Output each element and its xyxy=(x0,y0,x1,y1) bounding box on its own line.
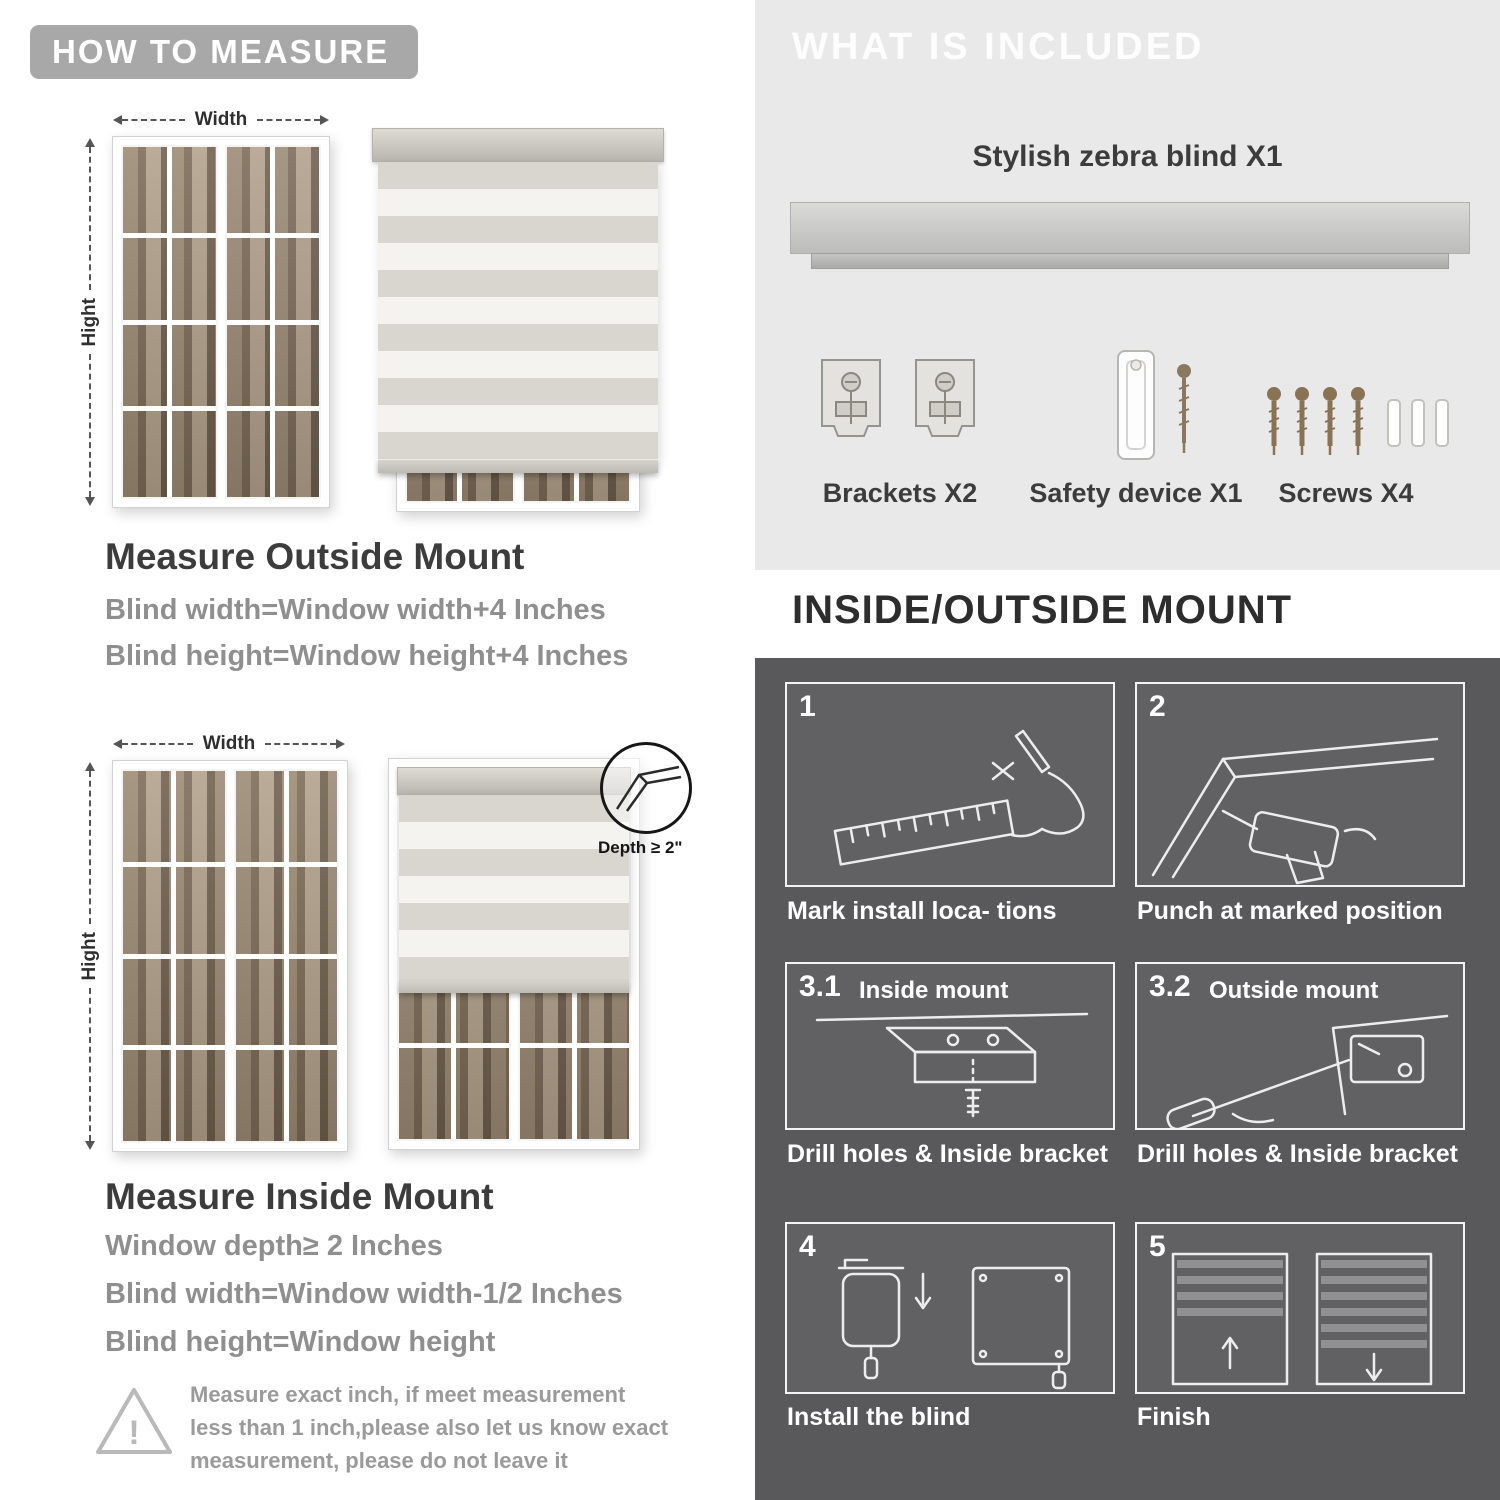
measure-note: Measure exact inch, if meet measurement … xyxy=(190,1382,669,1473)
arrow-right-icon xyxy=(336,739,345,749)
arrow-right-icon xyxy=(320,115,329,125)
step-caption-5: Finish xyxy=(1137,1403,1211,1431)
install-blind-illustration xyxy=(837,1258,1071,1390)
what-is-included-title: WHAT IS INCLUDED xyxy=(792,26,1205,68)
inside-outside-mount-title: INSIDE/OUTSIDE MOUNT xyxy=(792,588,1293,632)
hight-label: Hight xyxy=(79,297,100,347)
step-box-4: 4 xyxy=(785,1222,1115,1394)
step-number: 1 xyxy=(799,690,816,723)
what-is-included-panel xyxy=(755,0,1500,570)
blind-illustration-outside xyxy=(372,128,664,518)
step-box-5: 5 xyxy=(1135,1222,1465,1394)
step-box-3-1: 3.1 Inside mount xyxy=(785,962,1115,1130)
step-number: 3.1 xyxy=(799,970,841,1003)
step-outside-mount-label: Outside mount xyxy=(1209,977,1379,1004)
step-box-1: 1 xyxy=(785,682,1115,887)
screws-icon xyxy=(1267,387,1449,455)
blind-cassette xyxy=(372,128,664,162)
step-caption-2: Punch at marked position xyxy=(1137,897,1443,925)
arrow-down-icon xyxy=(85,1141,95,1151)
outside-mount-line2: Blind height=Window height+4 Inches xyxy=(105,640,629,672)
warning-triangle-icon: ! xyxy=(96,1388,172,1454)
height-dimension-outside: Hight xyxy=(79,138,100,507)
width-label: Width xyxy=(202,733,256,754)
inside-mount-line1: Window depth≥ 2 Inches xyxy=(105,1230,443,1262)
inside-bracket-illustration xyxy=(815,1012,1089,1118)
inside-mount-line2: Blind width=Window width-1/2 Inches xyxy=(105,1278,623,1310)
step-number: 4 xyxy=(799,1230,816,1263)
step-number: 2 xyxy=(1149,690,1166,723)
blind-bottom-rail xyxy=(399,981,629,993)
outside-bracket-illustration xyxy=(1166,1014,1449,1128)
width-label: Width xyxy=(194,109,248,130)
width-dimension-inside: Width xyxy=(113,733,345,754)
step-number: 5 xyxy=(1149,1230,1166,1263)
width-dimension-outside: Width xyxy=(113,109,329,130)
window-corner-detail-icon xyxy=(615,765,682,812)
zebra-blind-fabric xyxy=(399,795,629,981)
how-to-measure-banner: HOW TO MEASURE xyxy=(30,25,418,79)
arrow-down-icon xyxy=(85,497,95,507)
inside-mount-line3: Blind height=Window height xyxy=(105,1326,496,1358)
headrail-lip xyxy=(811,253,1449,269)
window-sash xyxy=(233,769,339,1143)
inside-mount-heading: Measure Inside Mount xyxy=(105,1176,494,1217)
arrow-left-icon xyxy=(113,739,122,749)
brackets-icon xyxy=(821,359,975,437)
arrow-up-icon xyxy=(85,762,95,771)
outside-mount-line1: Blind width=Window width+4 Inches xyxy=(105,594,606,626)
step-inside-mount-label: Inside mount xyxy=(859,977,1009,1004)
outside-mount-heading: Measure Outside Mount xyxy=(105,536,525,577)
arrow-left-icon xyxy=(113,115,122,125)
window-sash xyxy=(121,769,227,1143)
depth-callout-label: Depth ≥ 2" xyxy=(598,838,683,857)
mount-title-band xyxy=(750,570,1500,658)
step-caption-3-2: Drill holes & Inside bracket xyxy=(1137,1140,1458,1168)
screws-label: Screws X4 xyxy=(1278,478,1414,508)
step-caption-3-1: Drill holes & Inside bracket xyxy=(787,1140,1108,1168)
height-dimension-inside: Hight xyxy=(79,762,100,1151)
window-sash xyxy=(224,145,321,499)
how-to-measure-title: HOW TO MEASURE xyxy=(52,33,390,70)
window-illustration-outside xyxy=(112,136,330,508)
step-box-3-2: 3.2 Outside mount xyxy=(1135,962,1465,1130)
step-number: 3.2 xyxy=(1149,970,1191,1003)
zebra-blind-fabric xyxy=(378,162,658,460)
brackets-label: Brackets X2 xyxy=(822,478,978,508)
mark-locations-illustration xyxy=(833,729,1085,866)
finish-illustration xyxy=(1171,1252,1433,1386)
window-sash xyxy=(121,145,218,499)
step-caption-1: Mark install loca- tions xyxy=(787,897,1057,925)
window-illustration-inside xyxy=(112,760,348,1152)
step-box-2: 2 xyxy=(1135,682,1465,887)
blind-cassette xyxy=(397,767,631,795)
arrow-up-icon xyxy=(85,138,95,147)
drill-illustration xyxy=(1151,737,1439,885)
depth-callout-circle xyxy=(600,742,692,834)
blind-illustration-inside xyxy=(388,758,640,1150)
blind-headrail-illustration xyxy=(790,202,1470,269)
hight-label: Hight xyxy=(79,931,100,981)
zebra-blind-product-label: Stylish zebra blind X1 xyxy=(972,140,1283,173)
blind-bottom-rail xyxy=(378,460,658,473)
step-caption-4: Install the blind xyxy=(787,1403,971,1431)
warning-exclamation-mark: ! xyxy=(128,1414,139,1452)
safety-device-icon xyxy=(1117,350,1191,460)
safety-device-label: Safety device X1 xyxy=(1029,478,1243,508)
